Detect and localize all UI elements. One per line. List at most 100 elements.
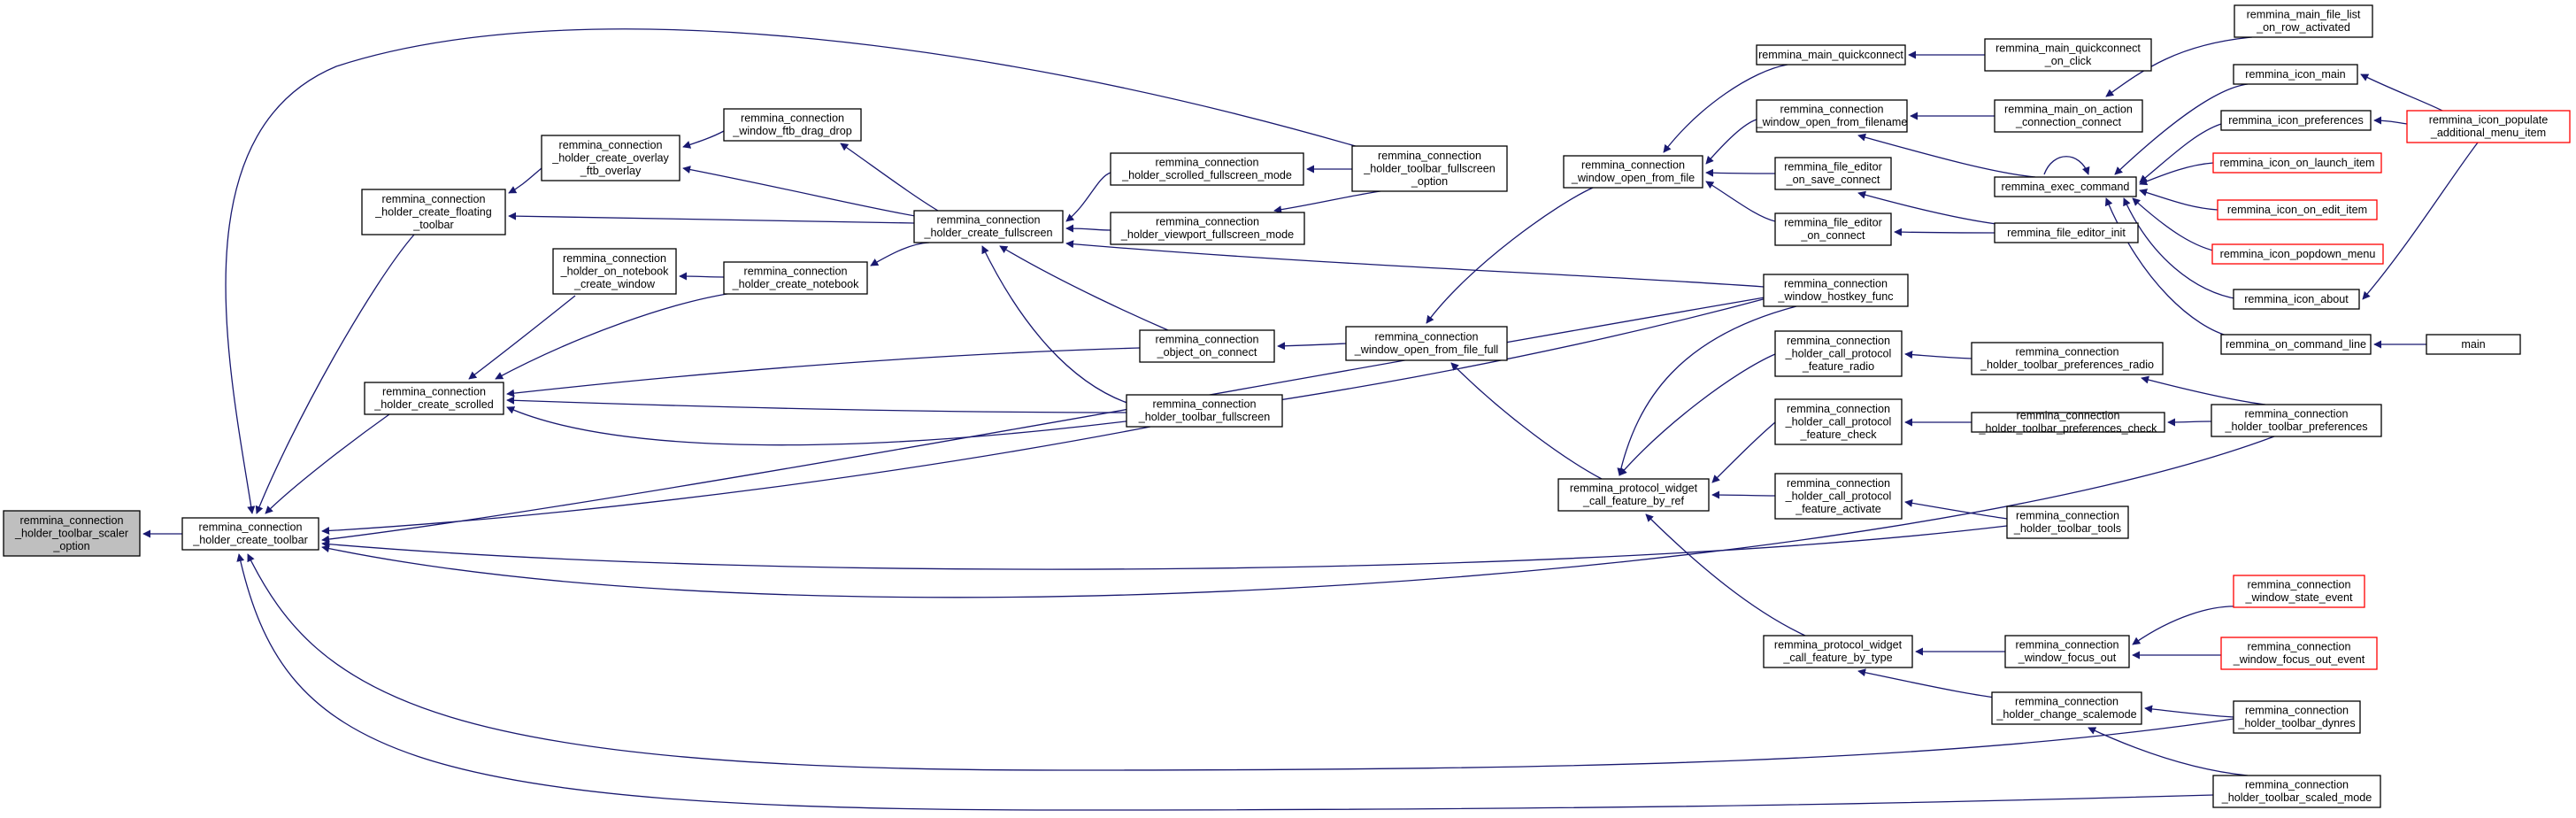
node-toolbar_preferences[interactable]: remmina_connection_holder_toolbar_prefer… [2211,404,2382,437]
node-box [2234,4,2373,38]
edge-line [1705,168,1776,177]
node-main[interactable]: main [2426,334,2521,355]
node-toolbar_fullscreen_option[interactable]: remmina_connection_holder_toolbar_fullsc… [1351,145,1508,192]
edge-line [2132,197,2222,253]
node-main_on_action_connection_connect[interactable]: remmina_main_on_action_connection_connec… [1994,99,2143,133]
edge-line [506,396,1127,413]
node-file_editor_on_connect[interactable]: remmina_file_editor_on_connect [1774,212,1892,246]
node-label-line: _holder_change_scalemode [1995,708,2136,721]
edge-create_fullscreen-to-create_floating_toolbar [508,212,915,224]
node-label-line: remmina_exec_command [2002,181,2130,193]
edge-toolbar_scaled_mode-to-change_scalemode [2088,727,2249,776]
node-viewport_fullscreen_mode[interactable]: remmina_connection_holder_viewport_fulls… [1110,212,1305,245]
node-create_scrolled[interactable]: remmina_connection_holder_create_scrolle… [364,382,504,415]
node-create_overlay_ftb[interactable]: remmina_connection_holder_create_overlay… [541,135,681,181]
node-label-line: _call_feature_by_ref [1582,495,1685,507]
edge-line [1663,64,1788,153]
node-label-line: _window_open_from_file_full [1354,343,1498,356]
edge-line [506,347,1141,397]
node-box [1971,342,2164,375]
node-icon_main[interactable]: remmina_icon_main [2233,64,2358,85]
edge-line [1065,240,1765,288]
node-call_protocol_feature_activate[interactable]: remmina_connection_holder_call_protocol_… [1774,473,1903,520]
node-exec_command[interactable]: remmina_exec_command [1994,176,2137,197]
node-window_focus_out[interactable]: remmina_connection_window_focus_out [2004,635,2130,668]
node-label-line: remmina_icon_main [2245,68,2345,81]
node-label-line: remmina_connection [741,112,844,125]
edge-layer [142,28,2479,811]
node-toolbar_dynres[interactable]: remmina_connection_holder_toolbar_dynres [2233,700,2361,734]
node-label-line: remmina_on_command_line [2226,338,2366,351]
node-label-line: _holder_call_protocol [1785,415,1892,428]
edge-window_open_from_file_full-to-object_on_connect [1277,342,1347,351]
node-main_file_list_on_row_activated[interactable]: remmina_main_file_list_on_row_activated [2234,4,2373,38]
edge-window_hostkey_func-to-create_toolbar [321,296,1771,544]
node-create_floating_toolbar[interactable]: remmina_connection_holder_create_floatin… [361,189,506,235]
node-window_state_event[interactable]: remmina_connection_window_state_event [2233,575,2365,608]
node-icon_popdown_menu[interactable]: remmina_icon_popdown_menu [2211,243,2384,265]
node-layer: remmina_connection_holder_toolbar_scaler… [3,4,2571,808]
node-on_notebook_create_window[interactable]: remmina_connection_holder_on_notebook_cr… [552,248,677,295]
edge-object_on_connect-to-create_fullscreen [999,245,1169,331]
node-label-line: remmina_connection [1780,104,1884,116]
node-window_open_from_filename[interactable]: remmina_connection_window_open_from_file… [1756,99,1908,133]
node-box [2233,700,2361,734]
node-label-line: _call_feature_by_type [1782,652,1892,664]
node-window_hostkey_func[interactable]: remmina_connection_window_hostkey_func [1763,274,1909,307]
node-on_command_line[interactable]: remmina_on_command_line [2220,334,2372,355]
node-box [723,261,868,295]
node-create_notebook[interactable]: remmina_connection_holder_create_noteboo… [723,261,868,295]
edge-line [981,245,1142,408]
node-main_quickconnect[interactable]: remmina_main_quickconnect [1756,44,1906,66]
node-protocol_widget_call_feature_by_ref[interactable]: remmina_protocol_widget_call_feature_by_… [1557,478,1710,512]
node-label-line: remmina_connection [2015,696,2118,708]
edge-viewport_fullscreen_mode-to-create_fullscreen [1065,224,1111,233]
node-toolbar_fullscreen[interactable]: remmina_connection_holder_toolbar_fullsc… [1126,394,1283,428]
edge-icon_populate_additional_menu_item-to-icon_preferences [2373,116,2408,125]
node-toolbar_tools[interactable]: remmina_connection_holder_toolbar_tools [2006,505,2129,539]
node-icon_on_launch_item[interactable]: remmina_icon_on_launch_item [2212,152,2382,174]
node-box [1763,635,1913,668]
node-window_ftb_drag_drop[interactable]: remmina_connection_window_ftb_drag_drop [723,108,862,142]
node-scrolled_fullscreen_mode[interactable]: remmina_connection_holder_scrolled_fulls… [1110,152,1304,186]
node-file_editor_on_save_connect[interactable]: remmina_file_editor_on_save_connect [1774,157,1892,190]
node-label-line: remmina_connection [1156,334,1259,346]
node-icon_on_edit_item[interactable]: remmina_icon_on_edit_item [2217,199,2378,220]
node-label-line: remmina_icon_preferences [2228,114,2364,127]
node-window_focus_out_event[interactable]: remmina_connection_window_focus_out_even… [2220,637,2378,670]
edge-line [2088,727,2249,776]
node-call_protocol_feature_radio[interactable]: remmina_connection_holder_call_protocol_… [1774,330,1903,377]
node-box [1774,212,1892,246]
node-create_fullscreen[interactable]: remmina_connection_holder_create_fullscr… [913,210,1064,243]
node-label-line: remmina_main_quickconnect [1758,49,1903,61]
node-label-line: remmina_connection [20,514,124,527]
edge-toolbar_fullscreen-to-create_toolbar [321,426,1151,536]
node-label-line: _holder_toolbar_preferences [2224,421,2367,433]
node-toolbar_preferences_radio[interactable]: remmina_connection_holder_toolbar_prefer… [1971,342,2164,375]
node-change_scalemode[interactable]: remmina_connection_holder_change_scalemo… [1991,691,2142,725]
node-box [2233,64,2358,85]
node-toolbar_scaled_mode[interactable]: remmina_connection_holder_toolbar_scaled… [2212,775,2381,808]
node-label-line: remmina_connection [563,252,666,265]
node-window_open_from_file_full[interactable]: remmina_connection_window_open_from_file… [1345,326,1508,361]
node-icon_about[interactable]: remmina_icon_about [2233,289,2360,310]
node-call_protocol_feature_check[interactable]: remmina_connection_holder_call_protocol_… [1774,398,1903,445]
edge-line [265,413,390,514]
node-box [1557,478,1710,512]
node-box [361,189,506,235]
node-icon_preferences[interactable]: remmina_icon_preferences [2220,110,2372,131]
node-main_quickconnect_on_click[interactable]: remmina_main_quickconnect_on_click [1984,38,2152,72]
node-create_toolbar[interactable]: remmina_connection_holder_create_toolbar [181,517,319,551]
node-icon_populate_additional_menu_item[interactable]: remmina_icon_populate_additional_menu_it… [2406,110,2571,143]
node-toolbar_preferences_check[interactable]: remmina_connection_holder_toolbar_prefer… [1971,410,2165,436]
node-label-line: _holder_create_fullscreen [924,227,1053,239]
node-window_open_from_file[interactable]: remmina_connection_window_open_from_file [1563,155,1703,189]
node-label-line: _feature_activate [1795,503,1881,515]
node-object_on_connect[interactable]: remmina_connection_object_on_connect [1139,329,1275,363]
node-label-line: remmina_main_file_list [2247,9,2361,21]
node-box [2406,110,2571,143]
node-protocol_widget_call_feature_by_type[interactable]: remmina_protocol_widget_call_feature_by_… [1763,635,1913,668]
edge-icon_on_edit_item-to-exec_command [2139,189,2218,211]
node-label-line: remmina_protocol_widget [1774,639,1903,652]
node-file_editor_init[interactable]: remmina_file_editor_init [1994,222,2139,243]
